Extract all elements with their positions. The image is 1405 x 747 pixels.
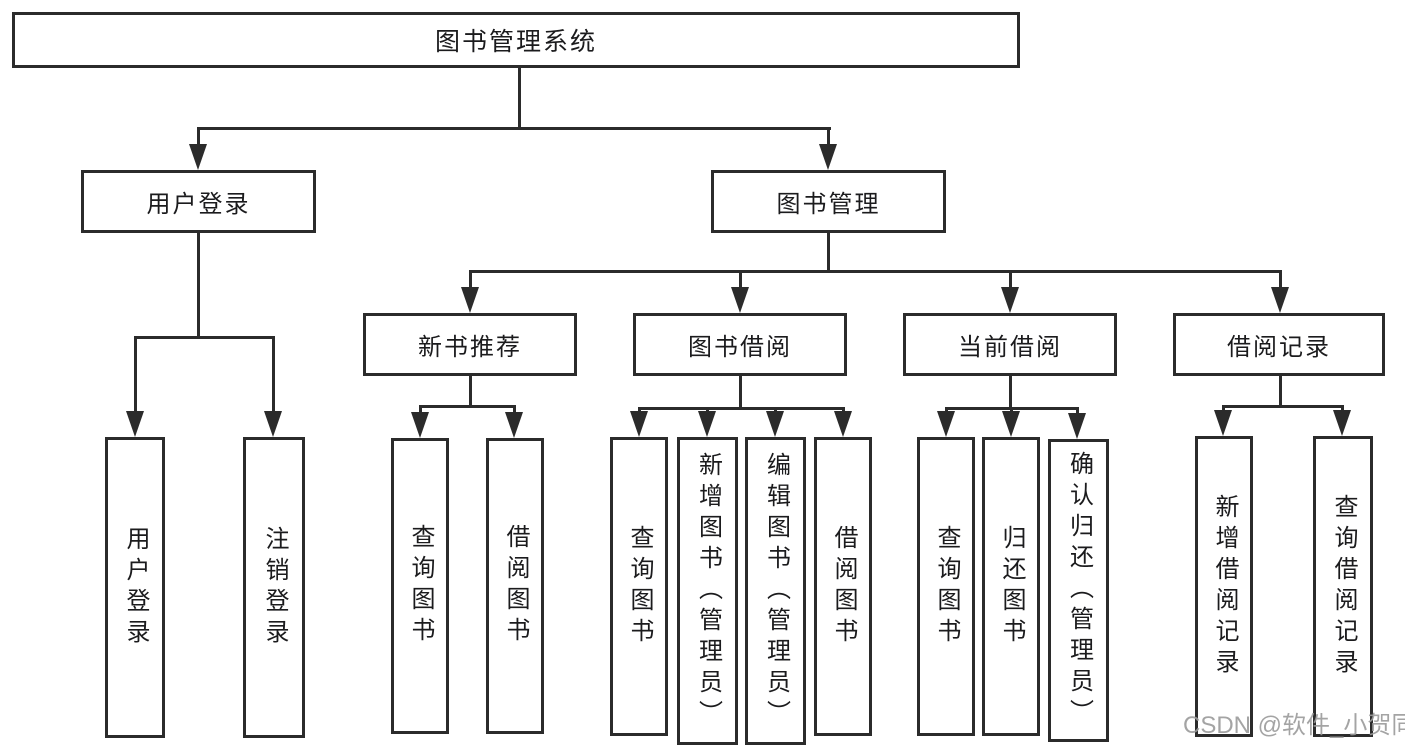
arrow-to-leaf-logout — [264, 411, 282, 437]
node-label: 新书推荐 — [418, 334, 522, 361]
arrow-to-query-books-borrow — [630, 411, 648, 437]
connector-book-borrow-hbar — [638, 407, 845, 410]
connector-leaf-logout-drop — [272, 336, 275, 416]
leaf-label: 用户登录 — [122, 525, 149, 650]
leaf-label: 查询图书 — [933, 524, 960, 649]
leaf-query-books-current: 查询图书 — [917, 437, 975, 736]
leaf-add-borrow-record: 新增借阅记录 — [1195, 436, 1253, 737]
arrow-to-book-borrow — [731, 287, 749, 313]
connector-borrow-records-hbar — [1222, 405, 1343, 408]
arrow-to-new-book-recommend — [461, 287, 479, 313]
connector-root-hbar — [197, 127, 831, 130]
leaf-return-book: 归还图书 — [982, 437, 1040, 736]
arrow-to-confirm-return-admin — [1068, 413, 1086, 439]
leaf-label: 编辑图书（管理员） — [762, 451, 790, 731]
node-label: 图书借阅 — [688, 334, 792, 361]
leaf-label: 借阅图书 — [830, 524, 857, 649]
connector-user-login-hbar — [134, 336, 275, 339]
arrow-to-edit-book-admin — [766, 411, 784, 437]
connector-confirm-return-drop — [1076, 407, 1079, 417]
leaf-label: 新增图书（管理员） — [694, 451, 722, 731]
node-label: 用户登录 — [146, 191, 251, 218]
connector-user-login-drop — [197, 127, 200, 151]
connector-root-stem — [518, 66, 521, 130]
arrow-to-add-borrow-record — [1214, 410, 1232, 436]
leaf-query-books-borrow: 查询图书 — [610, 437, 668, 736]
node-label: 当前借阅 — [958, 334, 1062, 361]
connector-query1-drop — [419, 405, 422, 417]
leaf-label: 借阅图书 — [502, 524, 529, 648]
leaf-borrow-books-recommend: 借阅图书 — [486, 438, 544, 734]
node-user-login: 用户登录 — [81, 170, 316, 233]
leaf-label: 查询图书 — [407, 524, 434, 648]
node-current-borrow: 当前借阅 — [903, 313, 1117, 376]
connector-book-borrow-drop — [739, 270, 742, 290]
node-new-book-recommend: 新书推荐 — [363, 313, 577, 376]
connector-book-borrow-stem — [739, 376, 742, 410]
node-label: 借阅记录 — [1227, 334, 1331, 361]
leaf-edit-book-admin: 编辑图书（管理员） — [745, 437, 806, 745]
arrow-to-query-borrow-record — [1333, 410, 1351, 436]
csdn-watermark: CSDN @软件_小贺同学 — [1183, 712, 1405, 739]
node-book-management: 图书管理 — [711, 170, 946, 233]
arrow-to-user-login — [189, 144, 207, 170]
node-book-borrow: 图书借阅 — [633, 313, 847, 376]
connector-current-borrow-drop — [1009, 270, 1012, 290]
node-borrow-records: 借阅记录 — [1173, 313, 1385, 376]
leaf-add-book-admin: 新增图书（管理员） — [677, 437, 738, 745]
leaf-label: 新增借阅记录 — [1211, 493, 1238, 680]
arrow-to-query-books-current — [937, 411, 955, 437]
arrow-to-add-book-admin — [698, 411, 716, 437]
connector-book-mgmt-stem — [827, 233, 830, 273]
connector-borrow-records-drop — [1279, 270, 1282, 290]
leaf-label: 查询图书 — [626, 524, 653, 649]
leaf-confirm-return-admin: 确认归还（管理员） — [1048, 439, 1109, 742]
connector-borrow-records-stem — [1279, 376, 1282, 408]
leaf-query-borrow-record: 查询借阅记录 — [1313, 436, 1373, 737]
arrow-to-borrow-records — [1271, 287, 1289, 313]
connector-leaf-user-login-drop — [134, 336, 137, 416]
leaf-logout: 注销登录 — [243, 437, 305, 738]
node-label: 图书管理 — [776, 191, 881, 218]
connector-new-book-hbar — [419, 405, 516, 408]
arrow-to-return-book — [1002, 411, 1020, 437]
connector-new-book-stem — [469, 376, 472, 408]
arrow-to-current-borrow — [1001, 287, 1019, 313]
connector-book-mgmt-hbar — [469, 270, 1281, 273]
connector-user-login-stem — [197, 233, 200, 336]
arrow-to-borrow-books — [834, 411, 852, 437]
leaf-label: 归还图书 — [998, 524, 1025, 649]
node-library-system: 图书管理系统 — [12, 12, 1020, 68]
leaf-user-login: 用户登录 — [105, 437, 165, 738]
arrow-to-leaf-user-login — [126, 411, 144, 437]
leaf-query-books-recommend: 查询图书 — [391, 438, 449, 734]
arrow-to-book-management — [819, 144, 837, 170]
leaf-borrow-books: 借阅图书 — [814, 437, 872, 736]
connector-borrow1-drop — [513, 405, 516, 417]
connector-new-book-drop — [469, 270, 472, 290]
leaf-label: 查询借阅记录 — [1330, 493, 1357, 680]
connector-book-mgmt-drop — [827, 127, 830, 151]
arrow-to-query-books-recommend — [411, 412, 429, 438]
arrow-to-borrow-books-recommend — [505, 412, 523, 438]
leaf-label: 注销登录 — [261, 525, 288, 650]
leaf-label: 确认归还（管理员） — [1065, 451, 1093, 730]
connector-current-borrow-stem — [1009, 376, 1012, 410]
node-label: 图书管理系统 — [434, 28, 597, 56]
